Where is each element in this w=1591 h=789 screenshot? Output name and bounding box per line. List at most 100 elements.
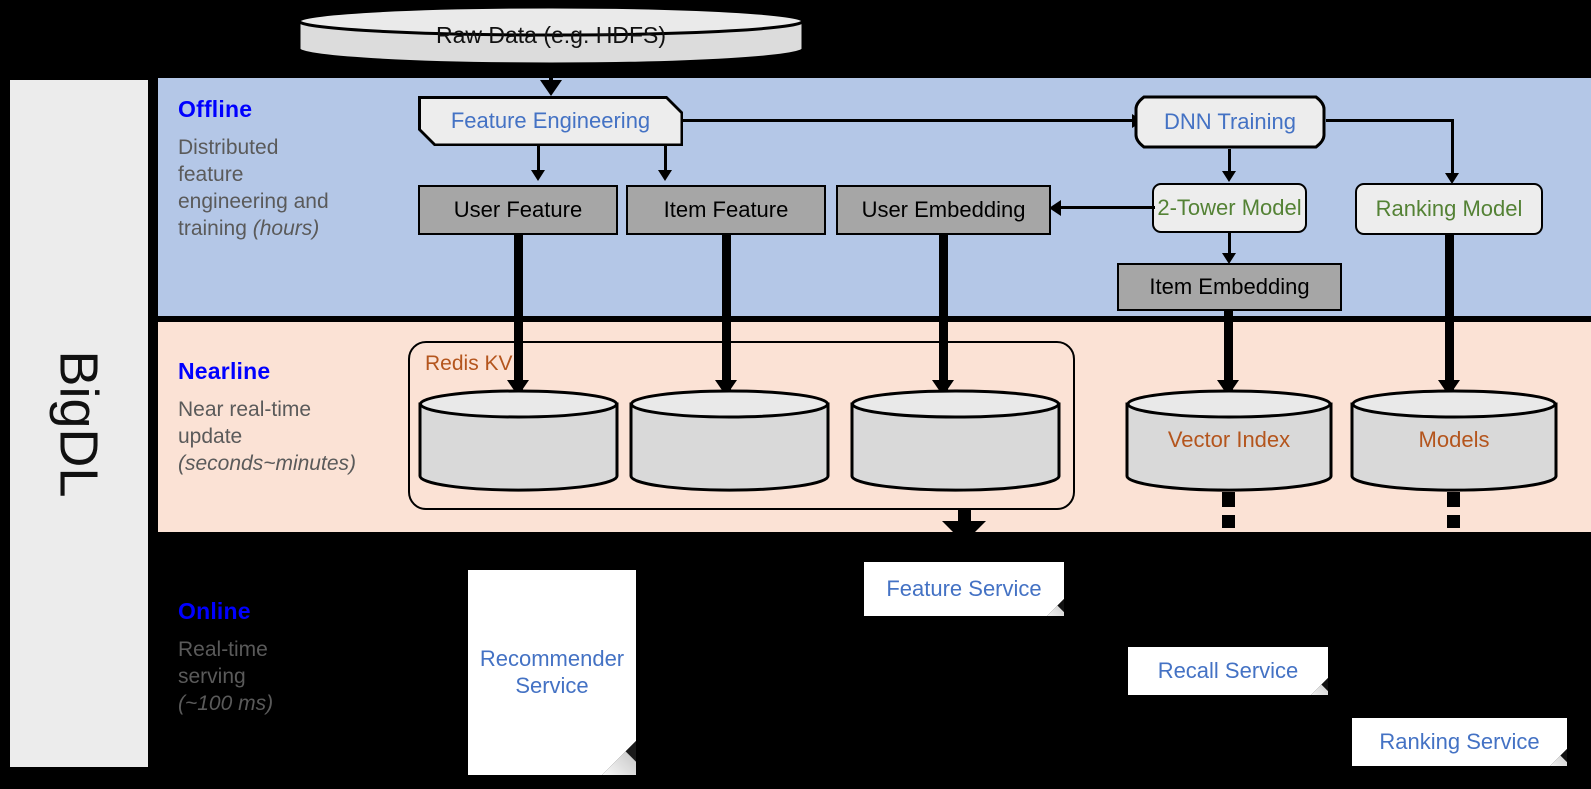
kv-store-1-shape: [418, 389, 619, 492]
dot-ranking-service-1: [1447, 492, 1460, 507]
connector-2tower-to-item-embedding: [1228, 233, 1231, 257]
user-feature-node[interactable]: User Feature: [418, 185, 618, 235]
item-feature-label: Item Feature: [663, 197, 789, 223]
online-title: Online: [178, 598, 251, 624]
connector-rawdata-to-fe: [549, 64, 553, 84]
nearline-desc-line-1: Near real-time: [178, 398, 312, 421]
dnn-training-shape: [1134, 95, 1326, 149]
kv-store-2-shape: [629, 389, 830, 492]
dnn-training-node[interactable]: DNN Training: [1134, 95, 1326, 149]
arrowhead-dnn-to-ranking: [1445, 173, 1459, 184]
nearline-description: Near real-time update (seconds~minutes): [178, 397, 356, 478]
dot-ranking-service-2: [1447, 515, 1460, 528]
arrowhead-2tower-to-user-embedding: [1049, 200, 1061, 216]
connector-2tower-to-user-embedding: [1060, 206, 1155, 209]
feature-service-label: Feature Service: [886, 575, 1042, 601]
dot-recall-service-2: [1222, 515, 1235, 528]
feature-service-node[interactable]: Feature Service: [864, 562, 1064, 616]
online-desc-line-1: Real-time: [178, 638, 268, 661]
arrowhead-fe-to-user-feature: [531, 170, 545, 181]
feature-engineering-label: Feature Engineering: [421, 99, 681, 144]
feature-service-sheet: [864, 562, 1064, 616]
ranking-service-sheet: [1352, 718, 1567, 766]
feature-engineering-node[interactable]: Feature Engineering: [418, 96, 683, 146]
user-feature-label: User Feature: [453, 197, 583, 223]
item-feature-node[interactable]: Item Feature: [626, 185, 826, 235]
raw-data-cylinder: Raw Data (e.g. HDFS): [296, 4, 806, 66]
kv-store-item-feature-cylinder[interactable]: [628, 388, 831, 492]
vector-index-cylinder[interactable]: Vector Index: [1124, 388, 1334, 492]
two-tower-model-node[interactable]: 2-Tower Model: [1152, 183, 1307, 233]
connector-fe-to-dnn: [683, 119, 1135, 122]
kv-store-2-label: [628, 388, 831, 492]
vector-index-label: Vector Index: [1167, 427, 1291, 452]
ranking-service-label: Ranking Service: [1379, 728, 1540, 754]
arrowhead-fe-to-item-feature: [658, 170, 672, 181]
kv-store-user-feature-cylinder[interactable]: [417, 388, 620, 492]
recall-service-label: Recall Service: [1157, 657, 1299, 683]
offline-desc-line-2: feature: [178, 162, 244, 186]
bigdl-platform-sidebar: BigDL: [8, 78, 150, 769]
nearline-desc-line-2: update: [178, 424, 243, 448]
ranking-service-node[interactable]: Ranking Service: [1352, 718, 1567, 766]
offline-desc-tail: training: [178, 216, 253, 240]
offline-desc-line-4: training (hours): [178, 216, 329, 243]
arrowhead-dnn-to-2tower: [1222, 171, 1236, 182]
offline-description: Distributed feature engineering and trai…: [178, 135, 329, 243]
two-tower-model-label: 2-Tower Model: [1157, 195, 1302, 221]
dot-feature-service-1: [958, 508, 971, 521]
raw-data-shape: [297, 5, 805, 66]
models-cylinder[interactable]: Models: [1349, 388, 1559, 492]
connector-dnn-to-2tower: [1228, 149, 1231, 175]
kv-store-user-embedding-cylinder[interactable]: [849, 388, 1062, 492]
item-embedding-label: Item Embedding: [1149, 274, 1310, 300]
connector-fe-to-user-feature: [537, 146, 540, 174]
connector-fe-to-item-feature: [664, 146, 667, 174]
connector-dnn-to-ranking-h: [1326, 119, 1454, 122]
connector-dnn-to-ranking-v: [1451, 119, 1454, 177]
offline-desc-line-1: Distributed: [178, 136, 279, 159]
arrowhead-to-feature-service: [942, 521, 986, 543]
bigdl-label: BigDL: [49, 349, 110, 498]
online-description: Real-time serving (~100 ms): [178, 637, 273, 718]
user-embedding-node[interactable]: User Embedding: [836, 185, 1051, 235]
pipe-ranking-model-to-models: [1445, 235, 1454, 392]
pipe-item-embedding-to-vector-index: [1224, 311, 1233, 392]
recall-service-sheet: [1128, 647, 1328, 695]
online-label-group: Online Real-time serving (~100 ms): [178, 598, 273, 718]
redis-kv-label: Redis KV: [425, 352, 513, 375]
online-desc-italic: (~100 ms): [178, 691, 274, 715]
recommender-service-node[interactable]: Recommender Service: [468, 570, 636, 775]
online-desc-line-2: serving: [178, 664, 246, 688]
dot-recall-service-1: [1222, 492, 1235, 507]
user-embedding-label: User Embedding: [861, 197, 1026, 223]
offline-desc-line-3: engineering and: [178, 189, 329, 213]
models-shape: [1350, 389, 1558, 492]
vector-index-shape: [1125, 389, 1333, 492]
offline-label-group: Offline Distributed feature engineering …: [178, 96, 329, 243]
dnn-training-label: DNN Training: [1163, 109, 1297, 135]
nearline-desc-italic: (seconds~minutes): [178, 451, 356, 475]
kv-store-1-label: [417, 388, 620, 492]
raw-data-label: Raw Data (e.g. HDFS): [435, 21, 667, 48]
ranking-model-label: Ranking Model: [1375, 196, 1523, 222]
nearline-title: Nearline: [178, 358, 271, 384]
kv-store-3-shape: [850, 389, 1061, 492]
recall-service-node[interactable]: Recall Service: [1128, 647, 1328, 695]
pipe-user-embedding: [939, 235, 948, 392]
kv-store-3-label: [849, 388, 1062, 492]
ranking-model-node[interactable]: Ranking Model: [1355, 183, 1543, 235]
nearline-label-group: Nearline Near real-time update (seconds~…: [178, 358, 356, 478]
item-embedding-node[interactable]: Item Embedding: [1117, 263, 1342, 311]
nearline-desc-line-3: (seconds~minutes): [178, 451, 356, 478]
pipe-item-feature: [722, 235, 731, 392]
models-label: Models: [1418, 427, 1490, 452]
recommender-service-sheet: [468, 570, 636, 775]
pipe-user-feature: [514, 235, 523, 392]
redis-kv-container: [408, 341, 1075, 510]
online-desc-line-3: (~100 ms): [178, 691, 273, 718]
offline-desc-italic: (hours): [252, 216, 320, 240]
arrowhead-2tower-to-item-embedding: [1222, 253, 1236, 264]
arrowhead-rawdata-to-fe: [540, 80, 562, 96]
